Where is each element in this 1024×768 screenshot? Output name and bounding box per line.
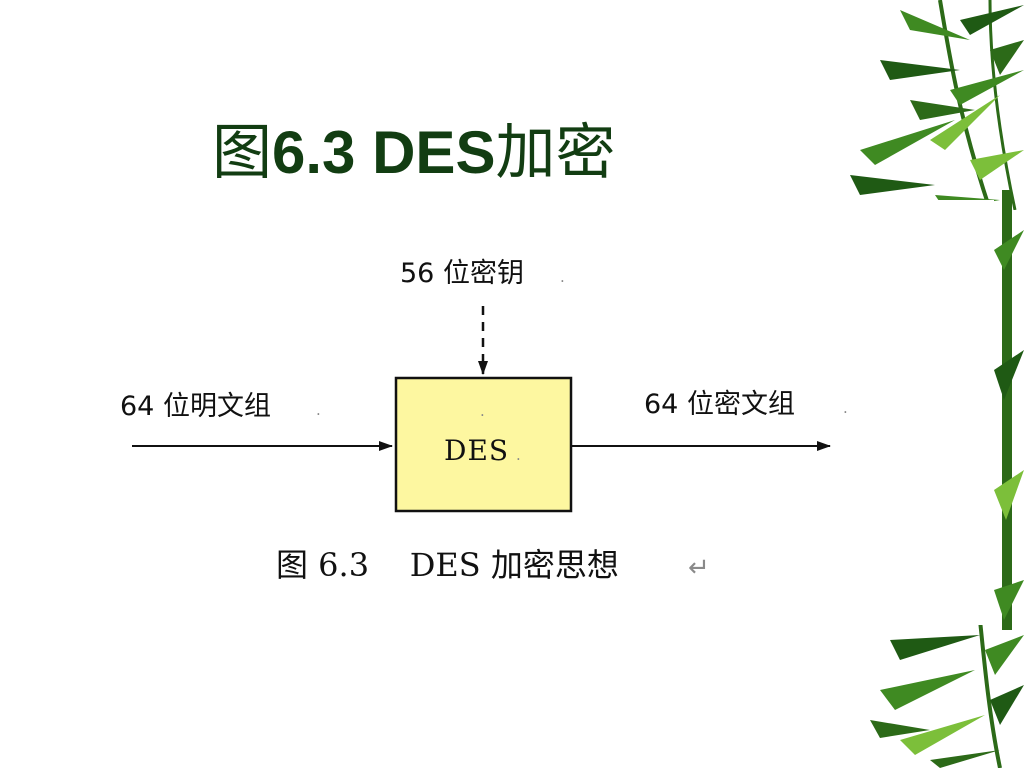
- input-label: 64 位明文组: [120, 391, 271, 422]
- diagram-panel: 56 位密钥 . 64 位明文组 . . DES . 64 位密文组 . 图 6…: [108, 200, 994, 625]
- figure-caption: 图 6.3 DES 加密思想: [276, 546, 619, 584]
- bamboo-leaves-bottom-decoration: [870, 620, 1024, 768]
- key-label: 56 位密钥: [400, 258, 524, 289]
- bamboo-stalk-side-decoration: [994, 190, 1024, 630]
- key-label-format-mark: .: [560, 268, 565, 286]
- title-number: 6.3: [272, 119, 356, 186]
- output-label-format-mark: .: [843, 399, 848, 417]
- caption-return-mark: ↵: [688, 553, 710, 583]
- slide-title: 图6.3 DES加密: [212, 118, 615, 188]
- des-box-top-mark: .: [480, 402, 485, 420]
- output-label: 64 位密文组: [644, 389, 795, 420]
- input-label-format-mark: .: [316, 401, 321, 419]
- des-box: [394, 376, 573, 513]
- title-acronym: DES: [372, 119, 496, 186]
- des-box-format-mark: .: [516, 446, 521, 464]
- des-encryption-diagram: 56 位密钥 . 64 位明文组 . . DES . 64 位密文组 . 图 6…: [120, 258, 848, 584]
- bamboo-leaves-top-decoration: [850, 0, 1024, 210]
- title-prefix: 图: [212, 118, 272, 188]
- title-suffix: 加密: [495, 118, 616, 188]
- des-box-label: DES: [444, 434, 509, 467]
